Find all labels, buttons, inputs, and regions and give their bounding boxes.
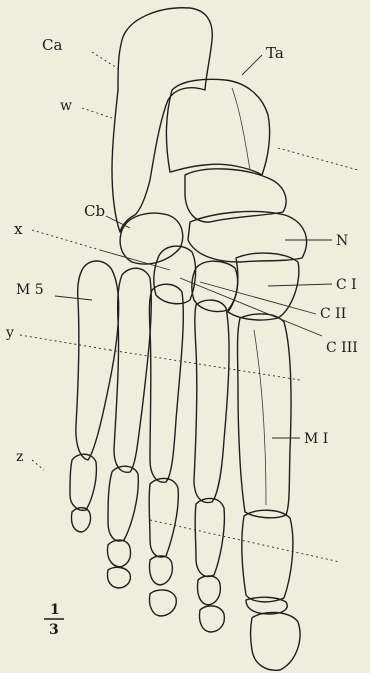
leader-ta bbox=[242, 55, 262, 75]
toe-3-middle-phalanx bbox=[149, 556, 172, 585]
toe-2-distal-phalanx bbox=[199, 606, 224, 632]
label-x: x bbox=[14, 220, 23, 238]
toe-4-proximal-phalanx bbox=[108, 466, 138, 541]
toe-3-distal-phalanx bbox=[149, 590, 176, 616]
toe-2-proximal-phalanx bbox=[195, 498, 224, 576]
label-m5: M 5 bbox=[16, 282, 44, 298]
metatarsal-5 bbox=[76, 261, 119, 460]
label-ci: C I bbox=[336, 277, 357, 293]
leader-ca bbox=[92, 52, 120, 70]
toe-1-proximal-phalanx bbox=[242, 510, 293, 602]
scale-numerator: 1 bbox=[50, 602, 60, 618]
toe-4-distal-phalanx bbox=[107, 567, 130, 588]
cuneiform-iii bbox=[154, 246, 196, 304]
toe-2-middle-phalanx bbox=[197, 576, 220, 605]
toe-4-middle-phalanx bbox=[108, 540, 131, 567]
label-z: z bbox=[16, 449, 23, 465]
talus-bone bbox=[167, 79, 270, 175]
leader-y bbox=[20, 335, 110, 350]
leader-y-cont bbox=[110, 350, 300, 380]
toe-1-distal-phalanx bbox=[251, 612, 300, 670]
leader-z bbox=[32, 460, 44, 470]
label-ca: Ca bbox=[42, 36, 62, 54]
leader-cii bbox=[200, 282, 316, 314]
leader-m5 bbox=[55, 296, 92, 300]
cuboid-bone bbox=[120, 213, 183, 264]
label-cb: Cb bbox=[84, 202, 105, 220]
toe-5-proximal-phalanx bbox=[70, 454, 96, 510]
label-mi: M I bbox=[304, 431, 328, 447]
leader-talus-right bbox=[278, 148, 358, 170]
calcaneus-bone bbox=[112, 8, 212, 232]
toe-5-middle-phalanx bbox=[71, 508, 90, 532]
metatarsal-1 bbox=[238, 314, 292, 518]
scale-denominator: 3 bbox=[49, 622, 59, 638]
leader-bottom-right bbox=[150, 520, 340, 562]
label-ta: Ta bbox=[266, 44, 284, 62]
label-n: N bbox=[336, 233, 348, 249]
label-ciii: C III bbox=[326, 340, 358, 356]
metatarsal-2 bbox=[194, 300, 229, 502]
talus-trochlea-line bbox=[232, 88, 250, 170]
cuneiform-i bbox=[228, 253, 299, 320]
label-cii: C II bbox=[320, 306, 346, 322]
metatarsal-4 bbox=[114, 268, 151, 472]
toe-3-proximal-phalanx bbox=[149, 478, 178, 557]
leader-w bbox=[82, 108, 112, 118]
metatarsal-3 bbox=[149, 284, 183, 482]
label-w: w bbox=[60, 98, 72, 114]
leader-ci bbox=[268, 284, 332, 286]
label-y: y bbox=[5, 325, 14, 341]
metatarsal-1-inner-line bbox=[254, 330, 266, 505]
leader-x bbox=[32, 230, 100, 250]
navicular-bone bbox=[185, 169, 286, 222]
